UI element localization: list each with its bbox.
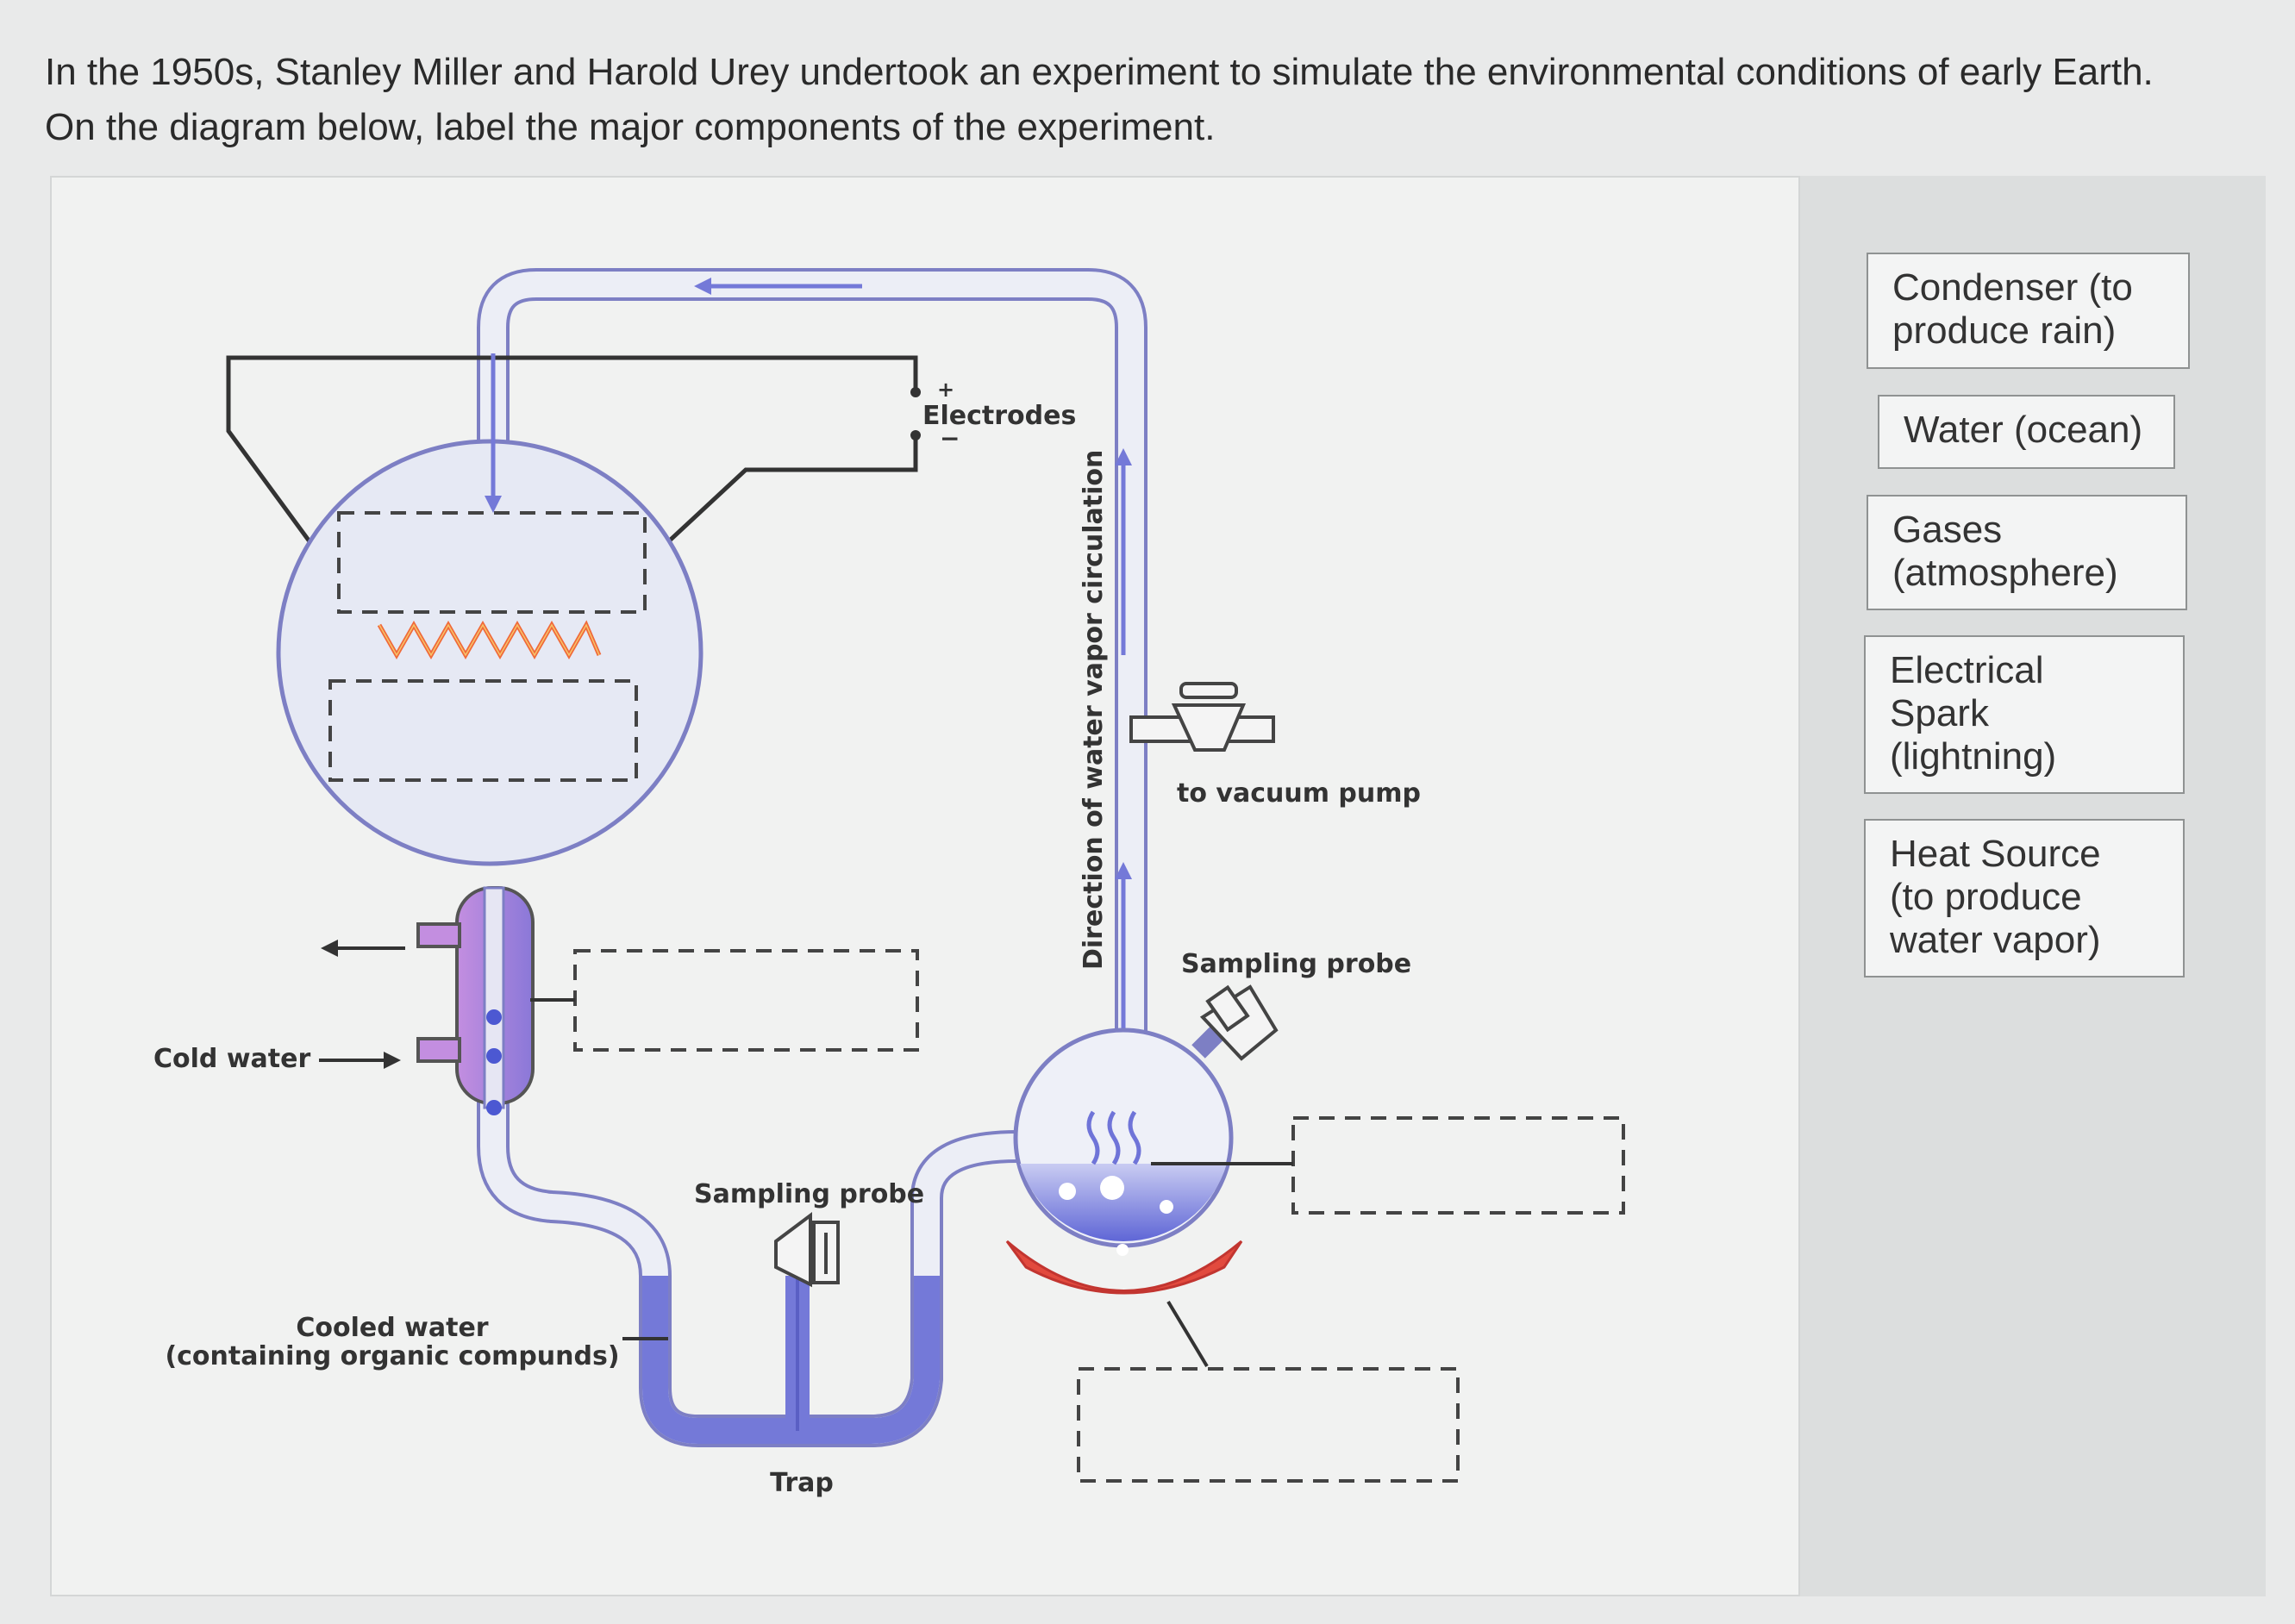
electrodes-label: Electrodes (922, 401, 1076, 431)
cold-water-label: Cold water (153, 1044, 310, 1074)
direction-label: Direction of water vapor circulation (1079, 450, 1109, 970)
arrow-out-icon (321, 940, 405, 957)
chip-gases-line-2: (atmosphere) (1892, 552, 2118, 594)
vacuum-pump-label: to vacuum pump (1177, 778, 1421, 809)
chip-heat[interactable]: Heat Source (to produce water vapor) (1864, 819, 2185, 978)
arrow-in-icon (319, 1052, 401, 1069)
trap-sampling-probe-icon (774, 1212, 840, 1288)
flask-sampling-probe-icon (1191, 984, 1279, 1061)
cooled-water-sub-label: (containing organic compunds) (165, 1341, 619, 1371)
electrodes-minus-label: − (940, 424, 960, 453)
drop-zone-gases[interactable] (337, 511, 647, 614)
chip-gases[interactable]: Gases (atmosphere) (1867, 495, 2187, 610)
chip-condenser[interactable]: Condenser (to produce rain) (1867, 253, 2190, 369)
chip-spark-line-1: Electrical (1890, 649, 2044, 691)
trap-label: Trap (770, 1468, 834, 1498)
electrode-wires (226, 355, 918, 562)
chip-water[interactable]: Water (ocean) (1878, 395, 2175, 469)
chip-heat-line-3: water vapor) (1890, 919, 2101, 961)
steam-icon (1086, 1110, 1141, 1165)
drop-zone-condenser[interactable] (573, 949, 919, 1052)
heat-source[interactable] (1005, 1240, 1243, 1295)
electrodes-plus-label: + (937, 378, 954, 402)
question-line-2: On the diagram below, label the major co… (45, 106, 1216, 148)
spark-flask (276, 439, 704, 866)
sampling-probe-left-label: Sampling probe (694, 1179, 924, 1209)
chip-spark-line-3: (lightning) (1890, 735, 2057, 778)
question-text: In the 1950s, Stanley Miller and Harold … (45, 45, 2252, 155)
drop-zone-water[interactable] (1291, 1116, 1625, 1215)
vacuum-stopcock-icon (1129, 682, 1275, 752)
question-line-1: In the 1950s, Stanley Miller and Harold … (45, 51, 2154, 93)
chip-heat-line-2: (to produce (1890, 876, 2082, 918)
chip-spark[interactable]: Electrical Spark (lightning) (1864, 635, 2185, 794)
condenser-jacket (416, 886, 535, 1115)
chip-spark-line-2: Spark (1890, 692, 1989, 734)
chip-condenser-line-1: Condenser (to (1892, 266, 2133, 309)
cooled-water-label: Cooled water (296, 1313, 488, 1343)
chip-condenser-line-2: produce rain) (1892, 309, 2117, 352)
chip-gases-line-1: Gases (1892, 509, 2003, 551)
chip-water-line-1: Water (ocean) (1904, 409, 2143, 451)
drop-zone-spark[interactable] (328, 679, 638, 782)
chip-heat-line-1: Heat Source (1890, 833, 2101, 875)
drop-zone-heat[interactable] (1077, 1367, 1460, 1483)
sampling-probe-right-label: Sampling probe (1181, 949, 1411, 979)
